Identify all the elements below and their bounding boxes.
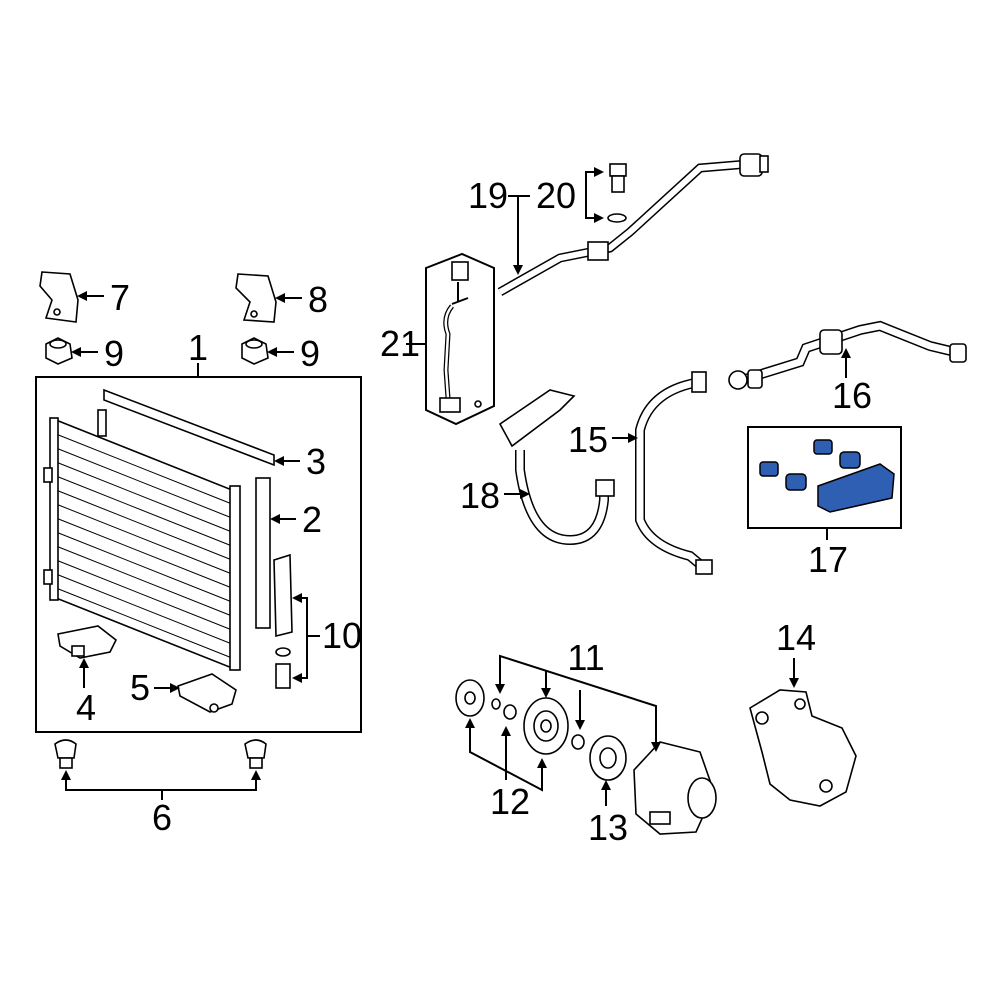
bracket-4-part [57, 625, 118, 659]
callout-18[interactable]: 18 [460, 475, 500, 516]
compressor-bracket-14-part [749, 689, 857, 807]
condenser-core-part [43, 417, 241, 671]
repair-kit-17-box [747, 426, 902, 540]
callout-7[interactable]: 7 [110, 277, 130, 318]
callout-9a[interactable]: 9 [104, 333, 124, 374]
callout-8[interactable]: 8 [308, 279, 328, 320]
callout-14[interactable]: 14 [776, 617, 816, 658]
callout-21[interactable]: 21 [380, 323, 420, 364]
pressure-switch-box [425, 252, 495, 426]
condenser-assembly [35, 363, 362, 733]
snap-ring-part [571, 734, 585, 750]
receiver-drier-part [273, 553, 293, 689]
clutch-coil-part [589, 735, 627, 781]
callout-2[interactable]: 2 [302, 499, 322, 540]
nut-9b-part [241, 337, 269, 365]
condenser-leader-lines [79, 456, 320, 693]
callout-10[interactable]: 10 [322, 615, 362, 656]
side-seal-part [255, 477, 271, 629]
compressor-part [633, 741, 717, 835]
callout-15[interactable]: 15 [568, 419, 608, 460]
pressure-sensor-20-part [607, 163, 627, 223]
leader-6 [61, 770, 261, 800]
callout-19[interactable]: 19 [468, 175, 508, 216]
clutch-shims-part [491, 698, 517, 720]
callout-5[interactable]: 5 [130, 667, 150, 708]
callout-3[interactable]: 3 [306, 441, 326, 482]
pulley-part [523, 697, 569, 755]
callout-1[interactable]: 1 [188, 327, 208, 368]
callout-17[interactable]: 17 [808, 539, 848, 580]
nut-9a-part [45, 337, 73, 365]
hose-18-part [498, 389, 615, 546]
upper-seal-part [97, 388, 275, 467]
callout-6[interactable]: 6 [152, 797, 172, 838]
callout-11[interactable]: 11 [567, 637, 604, 678]
bracket-5-part [177, 673, 237, 713]
grommet-6-part [54, 739, 267, 769]
callout-20[interactable]: 20 [536, 175, 576, 216]
callout-4[interactable]: 4 [76, 687, 96, 728]
leader-19-20 [508, 167, 604, 275]
bracket-7-part [39, 271, 79, 323]
discharge-line-part [497, 153, 769, 296]
bracket-8-part [235, 273, 277, 323]
suction-line-16-part [728, 320, 967, 390]
callout-9b[interactable]: 9 [300, 333, 320, 374]
callout-12[interactable]: 12 [490, 781, 530, 822]
callout-13[interactable]: 13 [588, 807, 628, 848]
clutch-plate-part [455, 679, 485, 717]
leader-11-12-13 [465, 654, 661, 806]
callout-16[interactable]: 16 [832, 375, 872, 416]
hose-15-part [635, 371, 713, 575]
repair-kit-17-parts [759, 439, 895, 513]
